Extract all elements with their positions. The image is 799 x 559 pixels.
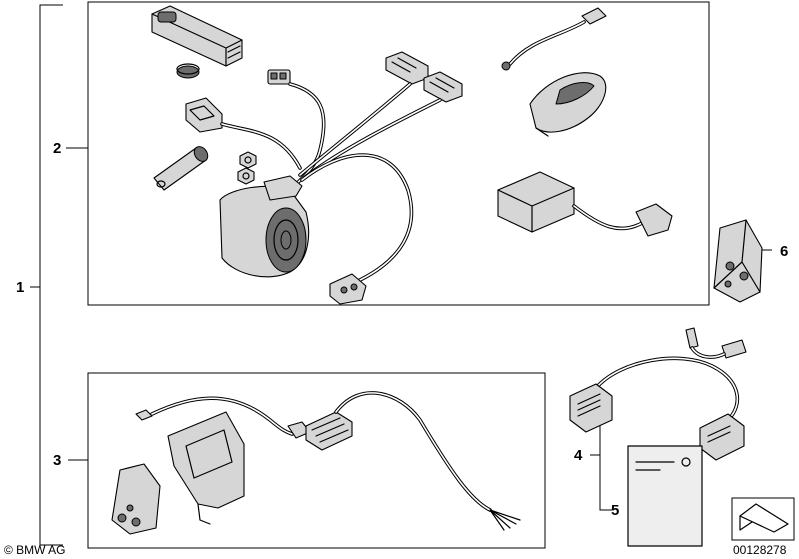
kit-3-frame: [87, 372, 546, 549]
callout-2: 2: [53, 140, 61, 157]
drawing-number: 00128278: [733, 543, 787, 557]
leader-lines: [30, 4, 772, 546]
nuts: [237, 151, 257, 185]
callout-5: 5: [611, 502, 619, 519]
siren-unit: [219, 175, 310, 278]
harness-kit-3: [111, 391, 521, 535]
key-fob-tube: [153, 146, 209, 191]
callout-3: 3: [53, 452, 61, 469]
control-unit: [497, 171, 673, 237]
bracket-plate: [167, 411, 245, 525]
copyright-text: © BMW AG: [4, 543, 66, 557]
drawing-number-box: 00128278: [731, 497, 795, 557]
alarm-kit-parts: [151, 5, 673, 305]
angled-connector: [185, 97, 302, 170]
callout-labels: 1 2 3 4 5 6: [16, 140, 788, 519]
harness-plugs: [305, 391, 521, 531]
small-plug: [135, 409, 153, 421]
antenna-lead: [501, 7, 607, 71]
siren-cable: [300, 153, 414, 305]
callout-6: 6: [780, 243, 788, 260]
mounting-bracket-6: [713, 219, 763, 303]
adapter-harness-4: [569, 327, 747, 461]
rubber-cap: [176, 65, 200, 79]
callout-4: 4: [574, 447, 583, 464]
instruction-booklet-5: [627, 445, 703, 547]
callout-1: 1: [16, 279, 24, 296]
small-bracket-hardware: [111, 463, 161, 535]
battery-pack: [151, 5, 243, 67]
remote-control: [529, 72, 607, 137]
kit-2-frame: [87, 1, 710, 306]
